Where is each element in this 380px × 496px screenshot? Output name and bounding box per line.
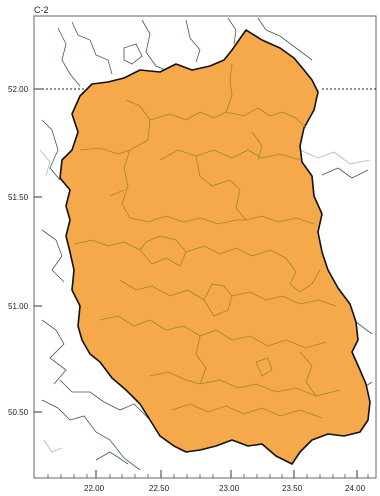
lat-label-51-00: 51.00	[8, 302, 29, 311]
lon-label-24-00: 24.00	[345, 484, 366, 493]
lon-label-23-00: 23.00	[219, 484, 240, 493]
lon-label-23-50: 23.50	[282, 484, 303, 493]
internal-subdivisions	[73, 63, 341, 419]
map-border	[33, 15, 377, 479]
lat-label-50-50: 50.50	[8, 408, 29, 417]
rivers	[39, 149, 371, 453]
lon-label-22-00: 22.00	[84, 484, 105, 493]
lon-axis: 22.00 22.50 23.00 23.50 24.00	[84, 470, 366, 493]
lat-axis: 52.00 51.50 51.00 50.50	[8, 85, 42, 417]
lat-label-51-50: 51.50	[8, 193, 29, 202]
lat-label-52-00: 52.00	[8, 85, 29, 94]
bottom-minor-ticks	[47, 474, 369, 478]
corner-label: C-2	[34, 5, 49, 15]
lon-label-22-50: 22.50	[149, 484, 170, 493]
region-lublin-voivodeship	[59, 29, 371, 465]
